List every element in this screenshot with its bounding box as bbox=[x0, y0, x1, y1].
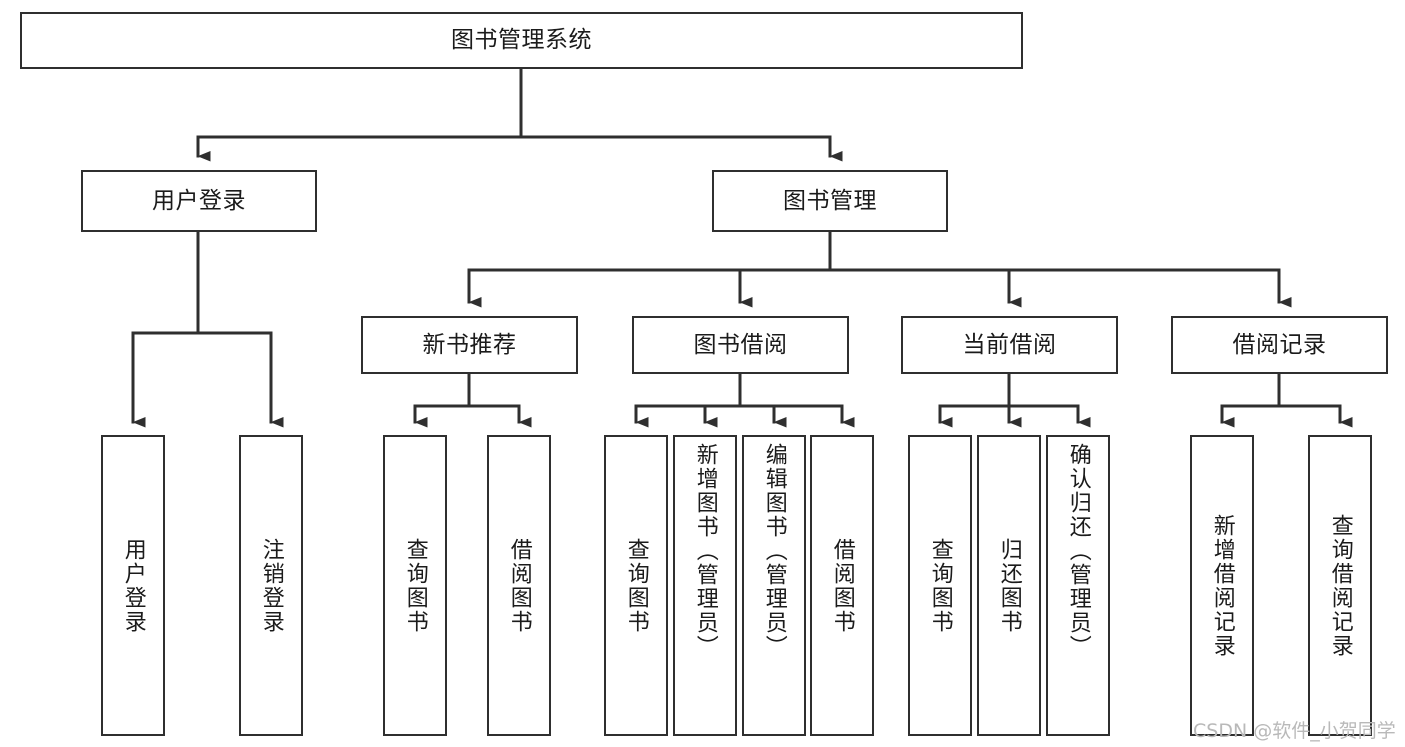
node-label: 编辑图书（管理员） bbox=[761, 443, 787, 659]
leaf-query-book-1[interactable]: 查询图书 bbox=[383, 435, 447, 736]
node-label: 图书管理系统 bbox=[451, 27, 592, 53]
leaf-add-record[interactable]: 新增借阅记录 bbox=[1190, 435, 1254, 736]
leaf-user-login[interactable]: 用户登录 bbox=[101, 435, 165, 736]
node-label: 新增图书（管理员） bbox=[692, 443, 718, 659]
leaf-edit-book[interactable]: 编辑图书（管理员） bbox=[742, 435, 806, 736]
node-label: 用户登录 bbox=[152, 187, 246, 214]
node-label: 图书借阅 bbox=[693, 331, 788, 358]
leaf-query-book-2[interactable]: 查询图书 bbox=[604, 435, 668, 736]
node-borrow-record[interactable]: 借阅记录 bbox=[1171, 316, 1388, 374]
node-label: 归还图书 bbox=[996, 537, 1022, 634]
node-label: 查询图书 bbox=[402, 537, 428, 634]
node-label: 新书推荐 bbox=[422, 331, 517, 358]
node-label: 借阅记录 bbox=[1232, 331, 1327, 358]
node-label: 查询图书 bbox=[927, 537, 953, 634]
node-label: 确认归还（管理员） bbox=[1065, 443, 1091, 659]
leaf-query-book-3[interactable]: 查询图书 bbox=[908, 435, 972, 736]
node-label: 用户登录 bbox=[120, 537, 146, 634]
leaf-add-book[interactable]: 新增图书（管理员） bbox=[673, 435, 737, 736]
node-user-login[interactable]: 用户登录 bbox=[81, 170, 317, 232]
node-current-borrow[interactable]: 当前借阅 bbox=[901, 316, 1118, 374]
leaf-query-record[interactable]: 查询借阅记录 bbox=[1308, 435, 1372, 736]
node-label: 注销登录 bbox=[258, 537, 284, 634]
node-label: 借阅图书 bbox=[506, 537, 532, 634]
leaf-return-book[interactable]: 归还图书 bbox=[977, 435, 1041, 736]
node-new-book-recommend[interactable]: 新书推荐 bbox=[361, 316, 578, 374]
leaf-borrow-book-1[interactable]: 借阅图书 bbox=[487, 435, 551, 736]
node-label: 查询图书 bbox=[623, 537, 649, 634]
node-root-book-management-system[interactable]: 图书管理系统 bbox=[20, 12, 1023, 69]
node-label: 当前借阅 bbox=[962, 331, 1057, 358]
node-book-borrow[interactable]: 图书借阅 bbox=[632, 316, 849, 374]
node-label: 查询借阅记录 bbox=[1327, 513, 1353, 658]
node-label: 图书管理 bbox=[783, 187, 877, 214]
csdn-watermark: CSDN @软件_小贺同学 bbox=[1193, 720, 1396, 742]
node-label: 借阅图书 bbox=[829, 537, 855, 634]
leaf-user-logout[interactable]: 注销登录 bbox=[239, 435, 303, 736]
node-label: 新增借阅记录 bbox=[1209, 513, 1235, 658]
node-book-management[interactable]: 图书管理 bbox=[712, 170, 948, 232]
leaf-confirm-return[interactable]: 确认归还（管理员） bbox=[1046, 435, 1110, 736]
leaf-borrow-book-2[interactable]: 借阅图书 bbox=[810, 435, 874, 736]
